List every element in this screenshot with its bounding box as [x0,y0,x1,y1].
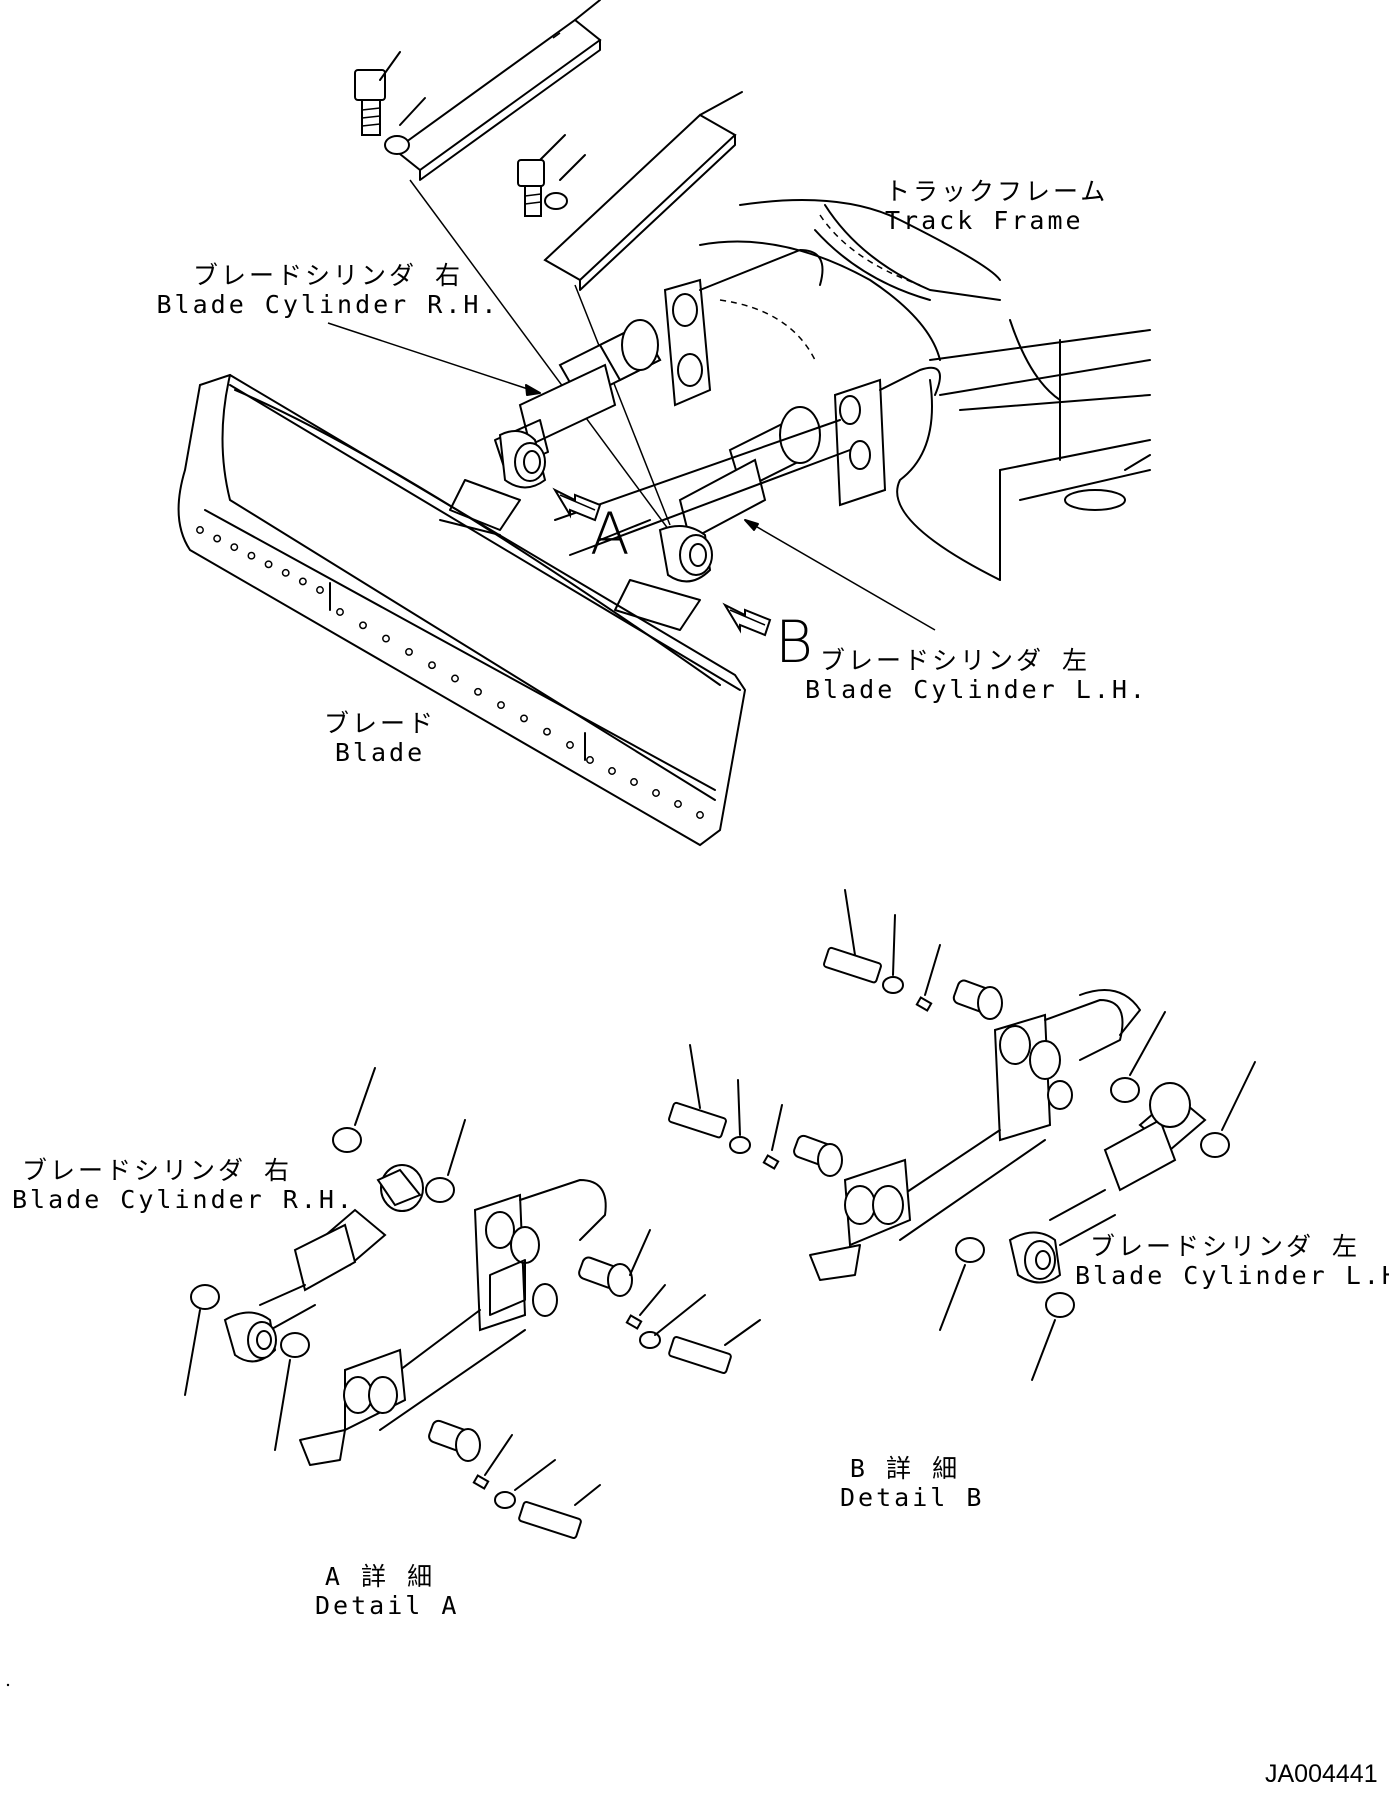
blade-bolt-hole [247,551,256,560]
blade [177,373,747,847]
blade-bolt-holes [196,526,704,819]
label-blade-cylinder-rh-top-jp: ブレードシリンダ 右 [192,261,464,290]
blade-bolt-hole [281,568,290,577]
blade-bolt-hole [674,800,682,808]
label-blade: ブレード Blade [320,709,440,768]
track-frame [699,199,1151,581]
bolt-top-1 [354,51,401,136]
arrow-a-marker-dot [6,1683,10,1687]
label-leaders-top [327,322,936,631]
blade-bolt-hole [451,674,459,683]
blade-bolt-hole [230,543,239,552]
view-marker-b: B [775,608,813,676]
detail-a-cylinder [223,1164,424,1363]
label-blade-cylinder-rh-detail-en: Blade Cylinder R.H. [12,1184,355,1214]
blade-bolt-hole [630,778,638,786]
washer-top-1 [384,97,426,155]
blade-bolt-hole [520,714,528,723]
label-detail-b: B 詳 細 Detail B [840,1454,985,1513]
blade-bolt-hole [213,534,222,543]
blade-bolt-hole [608,767,616,775]
label-track-frame-en: Track Frame [885,205,1084,235]
blade-cylinder-lh-top [614,406,821,631]
blade-bolt-hole [359,621,367,630]
label-detail-b-en: Detail B [840,1482,985,1512]
cover-plate-lower [543,91,743,291]
label-blade-cylinder-lh-top: ブレードシリンダ 左 Blade Cylinder L.H. [805,646,1148,705]
blade-bolt-hole [586,756,594,764]
label-blade-cylinder-rh-top: ブレードシリンダ 右 Blade Cylinder R.H. [148,261,508,320]
blade-bolt-hole [196,526,204,534]
view-marker-a: A [590,500,630,568]
blade-bolt-hole [316,586,324,594]
drawing-code: JA004441 [1265,1760,1378,1788]
label-detail-a-jp: A 詳 細 [324,1562,436,1591]
label-blade-cylinder-rh-detail-jp: ブレードシリンダ 右 [21,1156,293,1185]
label-blade-cylinder-rh-detail: ブレードシリンダ 右 Blade Cylinder R.H. [12,1156,355,1215]
blade-bolt-hole [696,811,704,819]
blade-bolt-hole [543,727,551,736]
blade-bolt-hole [497,701,505,710]
detail-b-parts [668,889,1256,1381]
label-blade-cylinder-rh-top-en: Blade Cylinder R.H. [156,289,500,319]
detail-a-frame [299,1179,607,1466]
label-blade-cylinder-lh-detail-en: Blade Cylinder L.H. [1075,1260,1389,1290]
detail-b-frame [809,989,1141,1281]
label-blade-cylinder-lh-top-en: Blade Cylinder L.H. [805,674,1148,704]
bolt-top-2 [517,134,566,217]
blade-bolt-hole [652,789,660,797]
label-blade-cylinder-lh-detail-jp: ブレードシリンダ 左 [1089,1232,1361,1261]
label-blade-cylinder-lh-detail: ブレードシリンダ 左 Blade Cylinder L.H. [1075,1232,1389,1291]
detail-a-parts [184,1067,761,1540]
blade-bolt-hole [566,741,574,749]
blade-bolt-hole [264,560,273,569]
arrow-a-top [552,487,602,522]
label-detail-b-jp: B 詳 細 [849,1454,961,1483]
c-frame-top [554,249,941,556]
label-blade-en: Blade [334,737,426,767]
blade-bolt-hole [405,647,413,656]
blade-cylinder-rh-top [439,319,662,536]
blade-bolt-hole [298,577,307,586]
cover-plate-upper [393,0,602,181]
washer-top-2 [544,154,586,210]
blade-bolt-hole [336,608,344,616]
label-track-frame: トラックフレーム Track Frame [885,177,1109,236]
blade-bolt-hole [428,661,436,670]
label-detail-a-en: Detail A [315,1590,460,1620]
label-detail-a: A 詳 細 Detail A [315,1562,460,1621]
label-blade-cylinder-lh-top-jp: ブレードシリンダ 左 [819,646,1091,675]
detail-b-cylinder [1008,1082,1207,1284]
arrow-b-top [722,602,772,637]
label-blade-jp: ブレード [323,709,436,738]
label-track-frame-jp: トラックフレーム [885,177,1109,206]
blade-bolt-hole [474,687,482,696]
blade-bolt-hole [382,634,390,643]
